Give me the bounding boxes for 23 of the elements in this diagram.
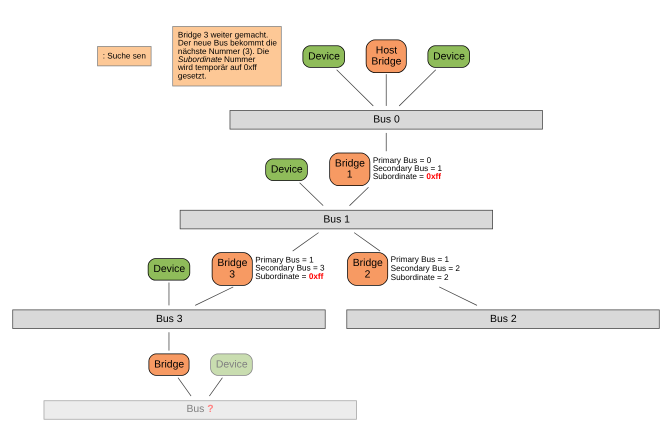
connector — [292, 232, 319, 252]
connector — [386, 132, 387, 152]
connector — [336, 69, 374, 106]
connector — [178, 377, 192, 396]
connector — [208, 377, 223, 396]
node-label: Secondary Bus = 2 — [390, 264, 460, 274]
node-label: Subordinate = 2 — [390, 273, 449, 282]
connector — [168, 332, 170, 352]
connector — [386, 74, 387, 106]
node-label: Subordinate = 0xff — [255, 272, 324, 281]
node-label: Primary Bus = 1 — [390, 255, 450, 264]
connector — [398, 69, 436, 106]
node-label: Primary Bus = 0 — [372, 156, 432, 165]
node-label: Primary Bus = 1 — [255, 256, 314, 265]
connector — [299, 182, 324, 206]
node-label: Secondary Bus = 3 — [255, 264, 325, 273]
connector — [438, 286, 478, 306]
connector — [349, 186, 369, 206]
connector — [168, 282, 170, 306]
connector — [354, 232, 380, 252]
node-label: Subordinate = 0xff — [372, 172, 441, 182]
node-label: Secondary Bus = 1 — [372, 164, 442, 174]
connector — [194, 286, 234, 306]
